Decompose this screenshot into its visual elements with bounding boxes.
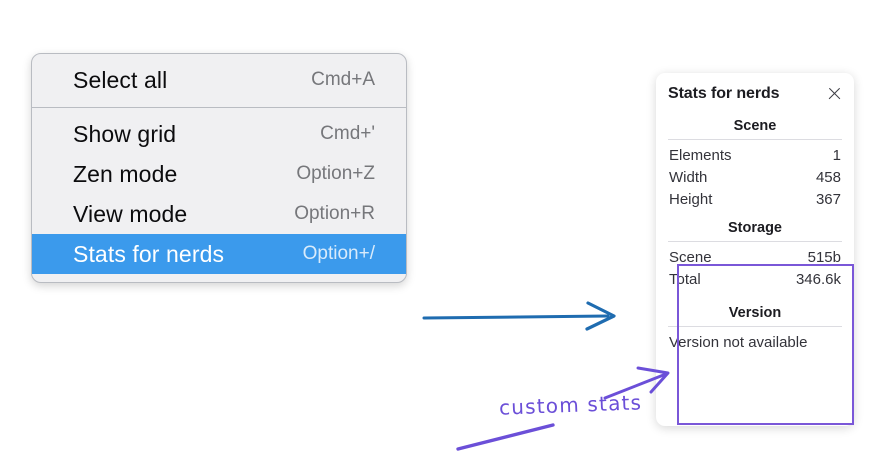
stats-section-scene: Scene Elements 1 Width 458 Height 367 <box>666 117 844 210</box>
stat-row: Scene 515b <box>666 246 844 268</box>
custom-stats-annotation-label: custom stats <box>498 390 643 420</box>
menu-item-select-all[interactable]: Select all Cmd+A <box>32 60 406 100</box>
stat-value: 346.6k <box>795 270 841 288</box>
menu-item-zen-mode[interactable]: Zen mode Option+Z <box>32 154 406 194</box>
stats-for-nerds-panel: Stats for nerds Scene Elements 1 Width 4… <box>656 73 854 426</box>
context-menu: Select all Cmd+A Show grid Cmd+' Zen mod… <box>31 53 407 283</box>
section-divider <box>668 241 842 242</box>
stat-row: Width 458 <box>666 166 844 188</box>
stats-section-version: Version Version not available <box>666 304 844 353</box>
stat-row: Total 346.6k <box>666 268 844 290</box>
menu-item-label: Zen mode <box>73 160 178 187</box>
menu-item-show-grid[interactable]: Show grid Cmd+' <box>32 114 406 154</box>
menu-item-stats-for-nerds[interactable]: Stats for nerds Option+/ <box>32 234 406 274</box>
purple-underline-stroke <box>456 423 555 451</box>
stat-value: 367 <box>815 190 841 208</box>
section-divider <box>668 326 842 327</box>
stat-value: 458 <box>815 168 841 186</box>
menu-item-shortcut: Cmd+A <box>311 69 375 90</box>
menu-item-label: View mode <box>73 200 188 227</box>
section-heading: Version <box>728 305 782 321</box>
stat-key: Total <box>669 270 701 288</box>
stat-row: Elements 1 <box>666 144 844 166</box>
menu-item-shortcut: Option+R <box>294 203 375 224</box>
stat-key: Width <box>669 168 708 186</box>
menu-item-label: Select all <box>73 66 168 93</box>
section-divider <box>668 139 842 140</box>
stat-key: Scene <box>669 248 712 266</box>
stats-panel-title: Stats for nerds <box>668 85 780 102</box>
menu-group-1: Select all Cmd+A <box>32 60 406 100</box>
close-icon[interactable] <box>826 86 842 102</box>
section-heading: Storage <box>728 220 782 236</box>
section-heading: Scene <box>733 118 777 134</box>
stat-value: 1 <box>832 146 841 164</box>
stat-key: Height <box>669 190 713 208</box>
menu-item-shortcut: Option+/ <box>302 243 375 264</box>
menu-item-label: Stats for nerds <box>73 240 225 267</box>
blue-arrow <box>422 301 616 331</box>
menu-item-shortcut: Option+Z <box>296 163 375 184</box>
stat-value: 515b <box>807 248 841 266</box>
version-not-available-text: Version not available <box>669 334 808 351</box>
menu-item-shortcut: Cmd+' <box>320 123 375 144</box>
stats-section-storage: Storage Scene 515b Total 346.6k <box>666 219 844 290</box>
menu-item-view-mode[interactable]: View mode Option+R <box>32 194 406 234</box>
menu-item-label: Show grid <box>73 120 177 147</box>
stat-row: Height 367 <box>666 188 844 210</box>
stats-panel-header: Stats for nerds <box>666 85 844 103</box>
menu-group-2: Show grid Cmd+' Zen mode Option+Z View m… <box>32 114 406 274</box>
menu-separator <box>32 107 406 108</box>
stat-key: Elements <box>669 146 732 164</box>
